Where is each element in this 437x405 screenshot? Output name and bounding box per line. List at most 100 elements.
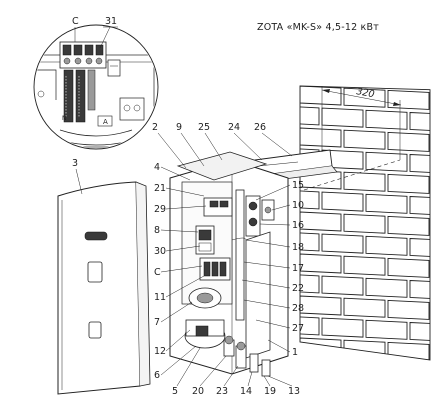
brick xyxy=(432,177,437,196)
callout-4: 4 xyxy=(154,162,160,173)
callout-24: 24 xyxy=(228,122,240,133)
detail-mark-a: A xyxy=(103,118,108,126)
brick xyxy=(300,357,320,360)
brick xyxy=(365,319,408,340)
brick xyxy=(321,317,364,338)
brick xyxy=(432,93,437,112)
brick xyxy=(409,322,430,342)
callout-18: 18 xyxy=(292,242,304,253)
brick xyxy=(300,127,342,148)
brick xyxy=(387,299,430,320)
callout-c-detail: C xyxy=(72,16,79,27)
brick xyxy=(343,213,386,234)
callout-3: 3 xyxy=(72,158,78,169)
brick xyxy=(343,255,386,276)
brick xyxy=(432,261,437,280)
brick-wall xyxy=(256,84,437,384)
diagram-title: ZOTA «MK-S» 4,5-12 кВт xyxy=(257,22,379,33)
brick xyxy=(365,109,408,130)
detail-circle-c: N A C 31 xyxy=(33,16,159,150)
brick xyxy=(321,275,364,296)
brick xyxy=(409,238,430,258)
brick xyxy=(300,295,342,316)
callout-25: 25 xyxy=(198,122,210,133)
callout-22: 22 xyxy=(292,283,304,294)
brick xyxy=(409,112,430,132)
brick xyxy=(300,253,342,274)
brick xyxy=(387,173,430,194)
brick xyxy=(321,233,364,254)
brick xyxy=(300,105,320,126)
brick xyxy=(321,191,364,212)
callout-13: 13 xyxy=(288,386,300,397)
callout-c: C xyxy=(154,267,161,278)
brick xyxy=(366,362,407,381)
brick xyxy=(432,303,437,322)
brick xyxy=(387,215,430,236)
callout-19: 19 xyxy=(264,386,276,397)
brick xyxy=(300,337,342,358)
brick xyxy=(387,257,430,278)
callout-15: 15 xyxy=(292,180,304,191)
dimension-320: 320 xyxy=(303,86,402,191)
callout-26: 26 xyxy=(254,122,266,133)
brick xyxy=(343,339,386,360)
brick xyxy=(409,154,430,174)
detail-mark-n: N xyxy=(62,115,67,122)
brick xyxy=(343,87,386,108)
brick xyxy=(365,193,408,214)
callouts-right: 15 10 16 18 17 22 28 27 1 xyxy=(241,180,304,358)
brick xyxy=(343,129,386,150)
brick xyxy=(300,86,342,106)
brick xyxy=(321,107,364,128)
callout-23: 23 xyxy=(216,386,228,397)
brick xyxy=(387,131,430,152)
front-cover-panel xyxy=(57,181,151,395)
callout-8: 8 xyxy=(154,225,160,236)
callout-20: 20 xyxy=(192,386,204,397)
callouts-bottom: 5 20 23 14 19 13 xyxy=(172,347,300,397)
brick xyxy=(410,365,437,384)
callout-21: 21 xyxy=(154,183,166,194)
brick xyxy=(256,84,297,103)
brick xyxy=(387,89,430,110)
callout-27: 27 xyxy=(292,323,304,334)
callout-2: 2 xyxy=(152,122,158,133)
callout-7: 7 xyxy=(154,317,160,328)
brick xyxy=(300,211,342,232)
callout-31: 31 xyxy=(105,16,117,27)
brick xyxy=(387,341,430,360)
brick xyxy=(321,359,364,360)
callout-17: 17 xyxy=(292,263,304,274)
brick xyxy=(300,231,320,252)
callout-5: 5 xyxy=(172,386,178,397)
brick xyxy=(365,235,408,256)
brick xyxy=(365,151,408,172)
brick xyxy=(432,219,437,238)
brick xyxy=(409,280,430,300)
brick xyxy=(432,135,437,154)
callouts-left-top: 2 9 25 24 26 3 xyxy=(72,122,293,195)
callout-10: 10 xyxy=(292,200,304,211)
brick xyxy=(300,273,320,294)
callout-30: 30 xyxy=(154,246,166,257)
brick xyxy=(365,277,408,298)
callout-16: 16 xyxy=(292,220,304,231)
boiler-body xyxy=(169,151,289,377)
callout-12: 12 xyxy=(154,346,166,357)
callout-14: 14 xyxy=(240,386,252,397)
callout-6: 6 xyxy=(154,370,160,381)
brick xyxy=(432,345,437,364)
brick xyxy=(343,171,386,192)
dimension-label: 320 xyxy=(355,86,375,100)
brick xyxy=(300,315,320,336)
brick xyxy=(343,297,386,318)
brick xyxy=(409,196,430,216)
callout-9: 9 xyxy=(176,122,182,133)
callouts-left: 4 21 29 8 30 C 11 7 12 6 xyxy=(154,162,207,381)
callout-28: 28 xyxy=(292,303,304,314)
callout-1: 1 xyxy=(292,347,298,358)
callout-29: 29 xyxy=(154,204,166,215)
